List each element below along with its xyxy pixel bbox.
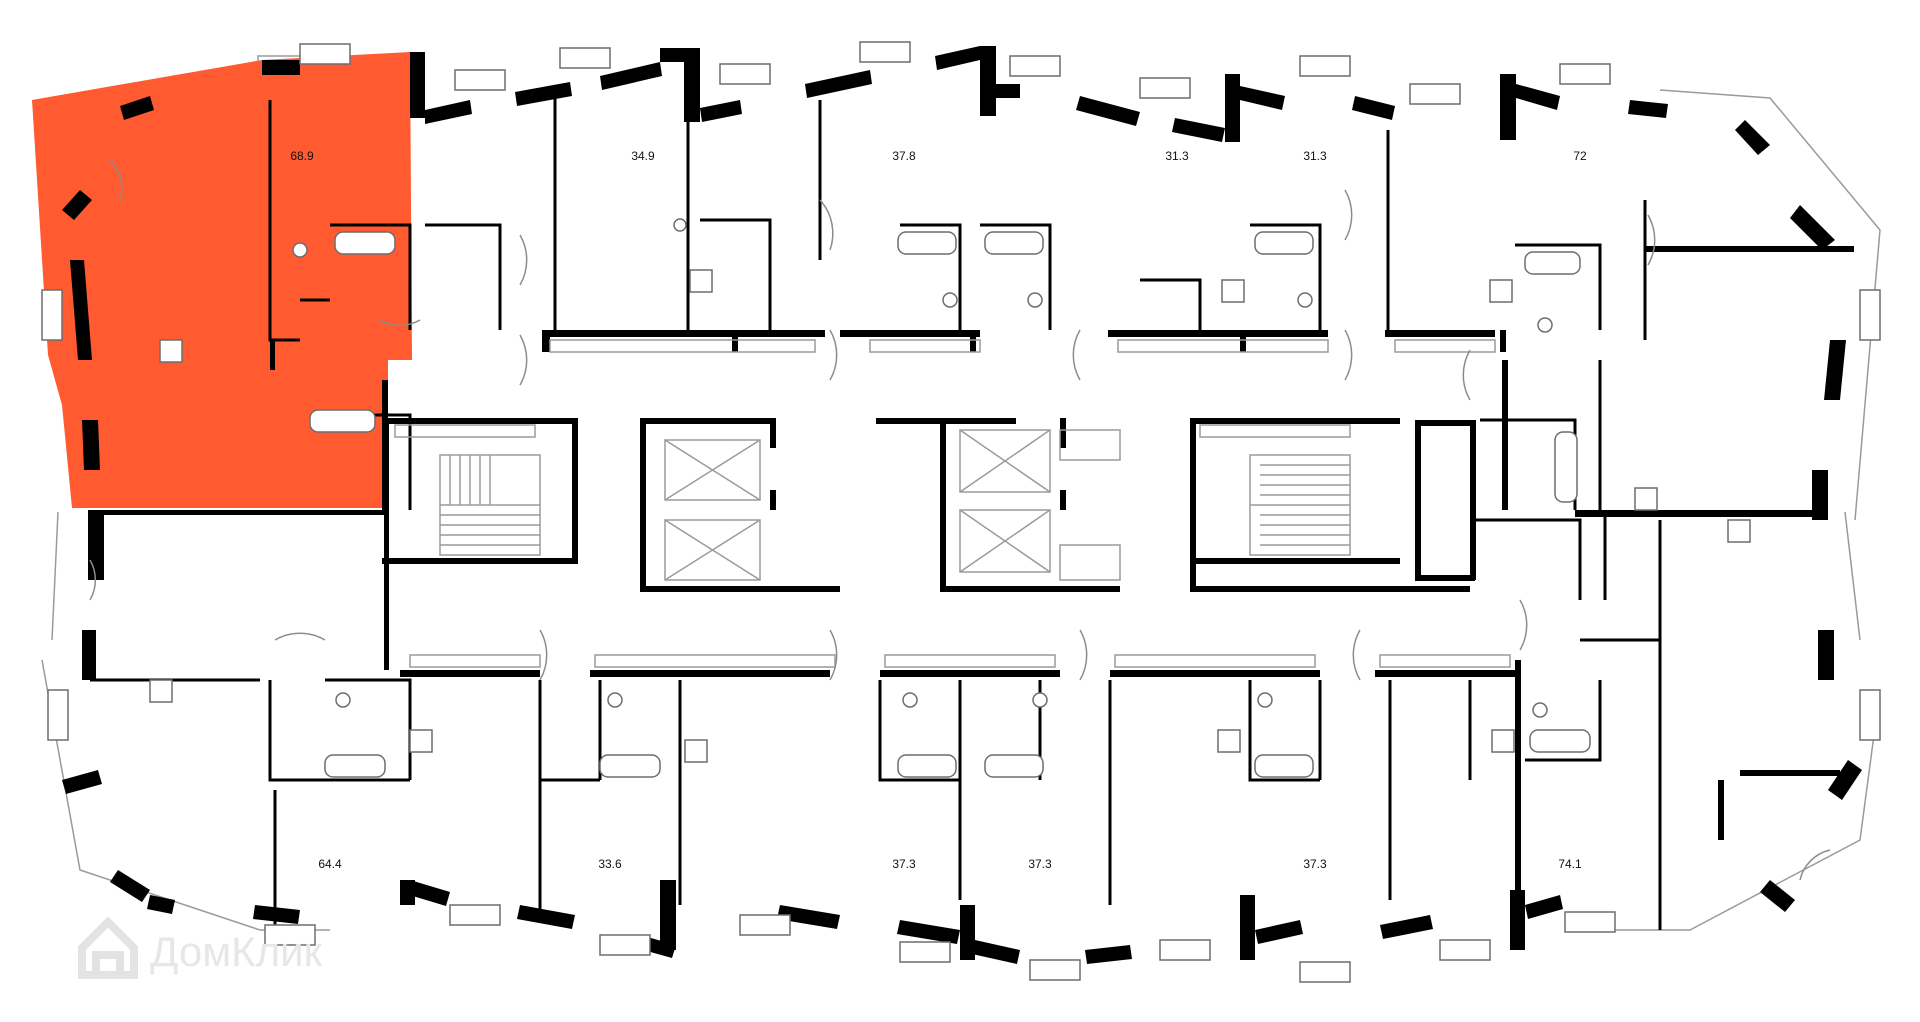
walls (62, 46, 1862, 964)
unit-area-label: 74.1 (1558, 857, 1582, 871)
unit-area-label: 34.9 (631, 149, 655, 163)
doors (89, 159, 1831, 881)
partitions (90, 95, 1662, 930)
selected-unit-68-9[interactable] (32, 52, 412, 508)
elevators (664, 429, 1051, 581)
stairs-right (1249, 454, 1351, 556)
sills (394, 339, 1511, 668)
area-labels-bottom: 64.4 33.6 37.3 37.3 37.3 74.1 (318, 857, 1582, 871)
unit-area-label: 37.8 (892, 149, 916, 163)
watermark-text: ДомКлик (150, 928, 323, 975)
area-labels-top: 68.9 34.9 37.8 31.3 31.3 72 (290, 149, 1587, 163)
unit-area-label: 33.6 (598, 857, 622, 871)
corridor-walls (382, 330, 1521, 890)
ac-units (41, 41, 1881, 983)
unit-area-label: 64.4 (318, 857, 342, 871)
fixtures (149, 218, 1751, 778)
unit-area-label: 37.3 (1028, 857, 1052, 871)
unit-area-label: 31.3 (1303, 149, 1327, 163)
stairs-left (439, 454, 541, 556)
unit-area-label: 68.9 (290, 149, 314, 163)
unit-area-label: 72 (1573, 149, 1587, 163)
unit-area-label: 31.3 (1165, 149, 1189, 163)
house-logo-icon (78, 916, 138, 979)
unit-area-label: 37.3 (892, 857, 916, 871)
unit-area-label: 37.3 (1303, 857, 1327, 871)
watermark: ДомКлик (78, 916, 323, 979)
